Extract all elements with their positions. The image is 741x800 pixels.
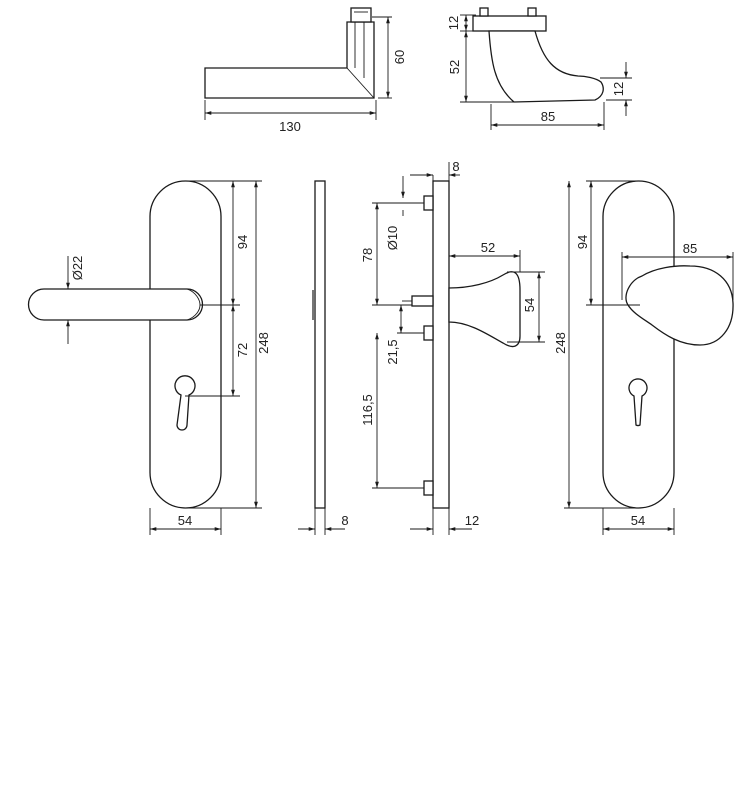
dim-knob-projection: 85 xyxy=(541,109,555,124)
side-knob xyxy=(448,271,521,348)
dim-knob-tip: 12 xyxy=(611,82,626,96)
dim-spacing-upper: 94 xyxy=(235,235,250,249)
plate-edge xyxy=(314,180,326,509)
dim-plate-height-left: 248 xyxy=(256,332,271,354)
knob-front xyxy=(625,265,734,346)
dim-side-top: 8 xyxy=(452,159,459,174)
knob-profile xyxy=(488,30,604,103)
backplate-left xyxy=(149,180,222,509)
knob-rose xyxy=(472,15,547,32)
dim-side-plate-depth: 12 xyxy=(465,513,479,528)
dim-lever-diameter: Ø22 xyxy=(70,256,85,281)
knob-front-view: 94 85 248 54 xyxy=(553,180,734,535)
plate-edge-view: 8 xyxy=(298,180,349,535)
dim-knob-rose: 12 xyxy=(446,16,461,30)
dim-right-knob-width: 85 xyxy=(683,241,697,256)
lever-front-view: Ø22 94 72 248 54 xyxy=(27,180,271,535)
top-lever-view: 130 60 xyxy=(204,7,407,134)
dim-lever-height: 60 xyxy=(392,50,407,64)
dim-right-spacing: 94 xyxy=(575,235,590,249)
dim-spacing-lower: 72 xyxy=(235,343,250,357)
dim-side-lower: 116,5 xyxy=(360,394,375,426)
lever-handle xyxy=(27,288,204,321)
lever-body xyxy=(204,21,375,99)
dim-knob-height: 52 xyxy=(447,60,462,74)
side-section-view: 8 78 Ø10 21,5 116,5 52 54 12 xyxy=(360,159,545,535)
keyhole-left xyxy=(174,375,196,431)
dim-plate-height-right: 248 xyxy=(553,332,568,354)
lever-spindle xyxy=(350,7,372,23)
dim-side-knob-height: 54 xyxy=(522,298,537,312)
top-knob-view: 12 52 12 85 xyxy=(446,7,632,130)
backplate-side xyxy=(432,180,450,509)
dim-pin-diameter: Ø10 xyxy=(385,226,400,251)
dim-plate-width-left: 54 xyxy=(178,513,192,528)
backplate-right xyxy=(602,180,675,509)
dim-plate-thickness: 8 xyxy=(341,513,348,528)
keyhole-right xyxy=(628,378,648,427)
dim-side-spindle: 78 xyxy=(360,248,375,262)
dim-plate-width-right: 54 xyxy=(631,513,645,528)
dim-side-screw: 21,5 xyxy=(385,339,400,364)
dim-side-knob-projection: 52 xyxy=(481,240,495,255)
dim-lever-length: 130 xyxy=(279,119,301,134)
